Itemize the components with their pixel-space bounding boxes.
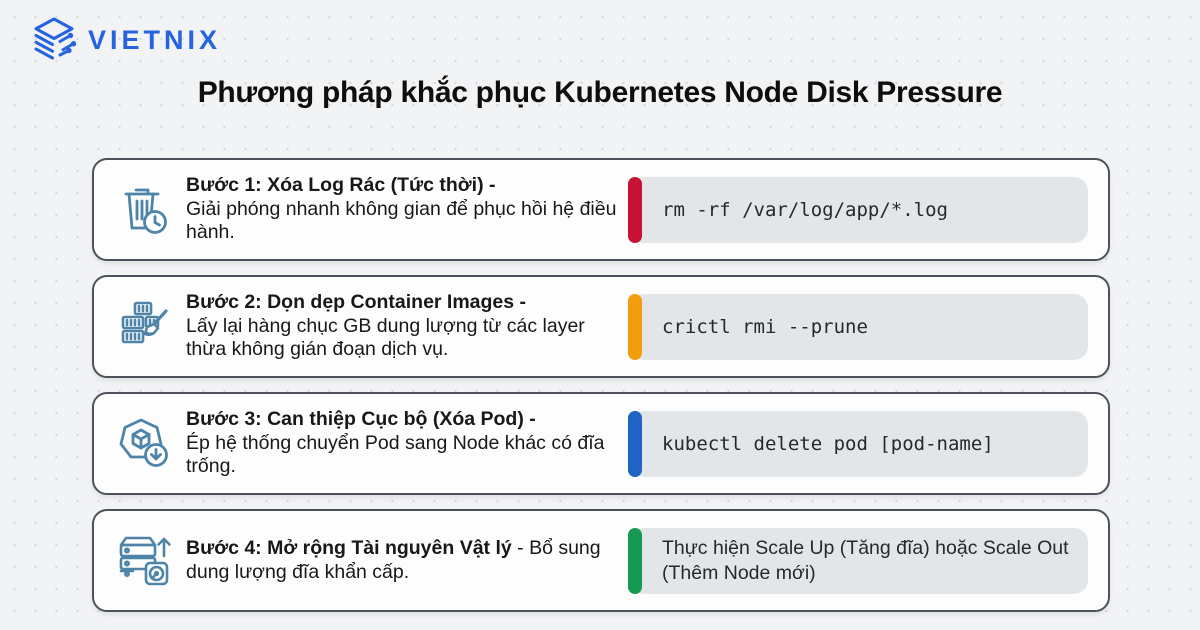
command-text: Thực hiện Scale Up (Tăng đĩa) hoặc Scale… [662,537,1069,584]
page-title: Phương pháp khắc phục Kubernetes Node Di… [197,76,1003,109]
brand-header: VIETNIX [30,16,221,64]
step-card-4: Bước 4: Mở rộng Tài nguyên Vật lý - Bổ s… [92,509,1110,612]
brand-wordmark: VIETNIX [88,24,222,55]
command-panel: Thực hiện Scale Up (Tăng đĩa) hoặc Scale… [628,527,1088,594]
step-text: Bước 4: Mở rộng Tài nguyên Vật lý - Bổ s… [186,537,630,585]
step-title: Bước 4: Mở rộng Tài nguyên Vật lý [186,536,512,559]
step-title: Bước 2: Dọn dẹp Container Images - [186,290,527,313]
command-text: kubectl delete pod [pod-name] [662,432,994,455]
container-brush-icon [114,297,186,357]
command-panel: kubectl delete pod [pod-name] [628,410,1088,477]
step-description: Giải phóng nhanh không gian để phục hồi … [186,197,617,244]
step-card-2: Bước 2: Dọn dẹp Container Images - Lấy l… [92,275,1110,378]
stacked-layers-icon [30,16,78,64]
steps-list: Bước 1: Xóa Log Rác (Tức thời) - Giải ph… [92,158,1110,612]
command-text: crictl rmi --prune [662,315,868,338]
step-text: Bước 1: Xóa Log Rác (Tức thời) - Giải ph… [186,174,630,246]
command-panel: rm -rf /var/log/app/*.log [628,176,1088,243]
accent-bar [628,527,642,594]
pod-download-icon [114,414,186,474]
step-title: Bước 3: Can thiệp Cục bộ (Xóa Pod) - [186,407,536,430]
step-description: - Bổ sung dung lượng đĩa khẩn cấp. [186,536,601,583]
step-card-3: Bước 3: Can thiệp Cục bộ (Xóa Pod) - Ép … [92,392,1110,495]
command-panel: crictl rmi --prune [628,293,1088,360]
command-text: rm -rf /var/log/app/*.log [662,198,948,221]
step-title: Bước 1: Xóa Log Rác (Tức thời) - [186,173,496,196]
accent-bar [628,410,642,477]
step-text: Bước 2: Dọn dẹp Container Images - Lấy l… [186,291,630,363]
step-text: Bước 3: Can thiệp Cục bộ (Xóa Pod) - Ép … [186,408,630,480]
accent-bar [628,176,642,243]
step-description: Lấy lại hàng chục GB dung lượng từ các l… [186,314,585,361]
step-description: Ép hệ thống chuyển Pod sang Node khác có… [186,431,605,478]
server-scale-icon [114,531,186,591]
accent-bar [628,293,642,360]
trash-clock-icon [114,180,186,240]
step-card-1: Bước 1: Xóa Log Rác (Tức thời) - Giải ph… [92,158,1110,261]
